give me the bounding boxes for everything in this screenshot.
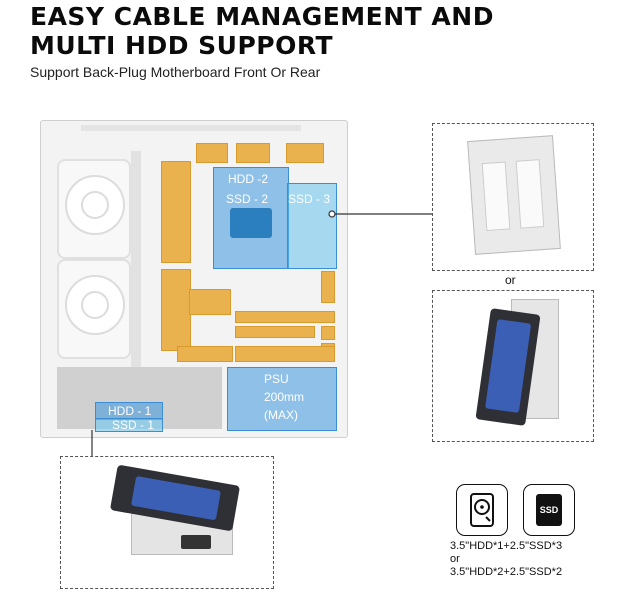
ssd-icon-text: SSD — [536, 494, 562, 526]
hdd1-bay: HDD - 1 — [95, 402, 163, 420]
ssd1-bay: SSD - 1 — [95, 418, 163, 432]
spec-line-2: 3.5"HDD*2+2.5"SSD*2 — [450, 566, 563, 578]
cable-channel — [235, 311, 335, 323]
ssd3-bay: SSD - 3 — [287, 183, 337, 269]
pc-case-illustration: HDD -2 SSD - 2 SSD - 3 PSU 200mm (MAX) H… — [40, 120, 348, 438]
spec-line-1: 3.5"HDD*1+2.5"SSD*3 — [450, 540, 563, 552]
hdd2-bay: HDD -2 SSD - 2 — [213, 167, 289, 269]
hdd2-label: HDD -2 — [228, 172, 269, 186]
cable-cutout — [286, 143, 324, 163]
cable-channel — [321, 326, 335, 340]
headline-line-2: MULTI HDD SUPPORT — [30, 31, 334, 60]
ssd-bracket-image — [467, 135, 561, 255]
cable-cutout — [236, 143, 270, 163]
or-separator: or — [505, 273, 516, 287]
cable-channel — [177, 346, 233, 362]
psu-max: (MAX) — [264, 408, 298, 422]
ssd-icon: SSD — [523, 484, 575, 536]
fan-top — [57, 159, 131, 259]
cable-channel — [161, 161, 191, 263]
top-vent — [81, 125, 301, 131]
hdd-drive-image — [109, 464, 241, 532]
cable-cutout — [196, 143, 228, 163]
cable-channel — [235, 346, 335, 362]
psu-label: PSU — [264, 372, 289, 386]
callout-hdd-bracket — [432, 290, 594, 442]
headline-line-1: EASY CABLE MANAGEMENT AND — [30, 2, 494, 31]
cable-channel — [321, 271, 335, 303]
psu-bay: PSU 200mm (MAX) — [227, 367, 337, 431]
ssd3-label: SSD - 3 — [288, 192, 331, 206]
psu-size: 200mm — [264, 390, 305, 404]
subtitle: Support Back-Plug Motherboard Front Or R… — [30, 64, 321, 80]
ssd-sled — [181, 535, 211, 549]
ssd1-label: SSD - 1 — [112, 418, 155, 432]
hdd1-label: HDD - 1 — [108, 404, 152, 418]
fan-bottom — [57, 259, 131, 359]
cable-channel — [189, 289, 231, 315]
ssd2-label: SSD - 2 — [226, 192, 269, 206]
ssd2-board — [230, 208, 272, 238]
frame-bar — [131, 151, 141, 371]
callout-ssd-bracket — [432, 123, 594, 271]
spec-or: or — [450, 553, 460, 565]
cable-channel — [235, 326, 315, 338]
callout-bottom-hdd — [60, 456, 274, 589]
hdd-icon — [456, 484, 508, 536]
